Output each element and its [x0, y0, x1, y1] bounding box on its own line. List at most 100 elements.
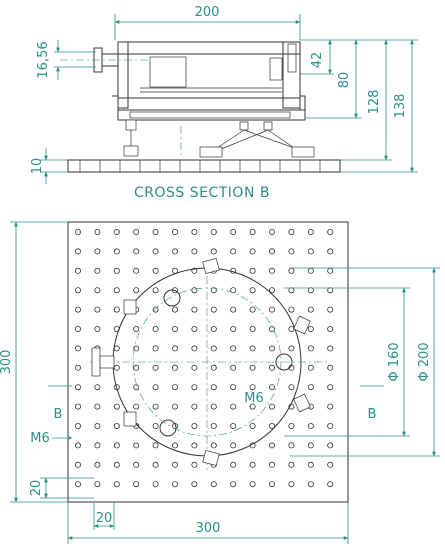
mounting-hole — [327, 481, 334, 488]
mounting-hole — [191, 345, 198, 352]
mounting-hole — [288, 384, 295, 391]
mounting-hole — [191, 481, 198, 488]
mounting-hole — [191, 442, 198, 449]
mounting-hole — [75, 267, 82, 274]
mounting-hole — [133, 267, 140, 274]
mounting-hole — [191, 364, 198, 371]
mounting-hole — [268, 267, 275, 274]
mounting-hole — [307, 481, 314, 488]
mounting-hole — [152, 248, 159, 255]
hole-grid — [75, 228, 334, 488]
mounting-hole — [249, 267, 256, 274]
mounting-hole — [152, 364, 159, 371]
mounting-hole — [249, 422, 256, 429]
mounting-hole — [152, 325, 159, 332]
mounting-hole — [133, 287, 140, 294]
mounting-hole — [307, 248, 314, 255]
plan-width-dim: 300 — [196, 521, 221, 536]
mounting-hole — [327, 364, 334, 371]
mounting-hole — [327, 228, 334, 235]
mounting-hole — [113, 287, 120, 294]
section-d4-dim: 128 — [367, 90, 382, 115]
mounting-hole — [152, 481, 159, 488]
mounting-hole — [75, 248, 82, 255]
plan-pitch-y-dim: 20 — [29, 480, 44, 497]
mounting-hole — [75, 287, 82, 294]
mounting-hole — [191, 228, 198, 235]
plan-dia-inner-dim: Φ 160 — [387, 342, 402, 381]
mounting-hole — [94, 228, 101, 235]
mounting-hole — [327, 345, 334, 352]
mounting-hole — [307, 306, 314, 313]
mounting-hole — [327, 267, 334, 274]
mounting-hole — [249, 228, 256, 235]
mounting-hole — [210, 364, 217, 371]
mounting-hole — [171, 442, 178, 449]
mounting-hole — [191, 384, 198, 391]
mounting-hole — [171, 306, 178, 313]
mounting-hole — [268, 228, 275, 235]
mounting-hole — [249, 481, 256, 488]
mounting-hole — [249, 325, 256, 332]
section-d5-dim: 138 — [393, 94, 408, 119]
mounting-hole — [210, 228, 217, 235]
section-marker-right: B — [368, 407, 377, 422]
mounting-hole — [327, 306, 334, 313]
mounting-hole — [210, 287, 217, 294]
mounting-hole — [75, 481, 82, 488]
mounting-hole — [288, 422, 295, 429]
section-d1-dim: 16,56 — [36, 41, 51, 78]
mounting-hole — [230, 364, 237, 371]
mounting-hole — [230, 345, 237, 352]
mounting-hole — [152, 306, 159, 313]
mounting-hole — [210, 481, 217, 488]
mounting-hole — [288, 228, 295, 235]
mounting-hole — [94, 267, 101, 274]
mounting-hole — [307, 364, 314, 371]
mounting-hole — [152, 422, 159, 429]
mounting-hole — [249, 403, 256, 410]
mounting-hole — [133, 325, 140, 332]
mounting-hole — [113, 228, 120, 235]
thread-label-left: M6 — [30, 431, 50, 446]
mounting-hole — [210, 306, 217, 313]
cross-section-view: 200 16,56 42 80 — [30, 5, 418, 201]
mounting-hole — [288, 345, 295, 352]
section-marker-left: B — [54, 407, 63, 422]
section-caption: CROSS SECTION B — [134, 185, 270, 201]
mounting-hole — [268, 345, 275, 352]
mounting-hole — [210, 403, 217, 410]
mounting-hole — [152, 442, 159, 449]
mounting-hole — [113, 442, 120, 449]
mounting-hole — [191, 287, 198, 294]
mounting-hole — [268, 481, 275, 488]
mounting-hole — [75, 422, 82, 429]
mounting-hole — [210, 248, 217, 255]
mounting-hole — [268, 248, 275, 255]
mounting-hole — [288, 481, 295, 488]
mounting-hole — [268, 287, 275, 294]
mounting-hole — [307, 345, 314, 352]
mounting-hole — [152, 403, 159, 410]
plan-view: B B M6 M6 300 300 20 20 Φ 160 — [0, 221, 440, 544]
plan-pitch-x-dim: 20 — [96, 511, 113, 526]
mounting-hole — [307, 228, 314, 235]
mounting-hole — [327, 422, 334, 429]
mounting-hole — [152, 228, 159, 235]
plan-dia-outer-dim: Φ 200 — [417, 342, 432, 381]
mounting-hole — [249, 287, 256, 294]
mounting-hole — [171, 364, 178, 371]
mounting-hole — [152, 287, 159, 294]
section-d6-dim: 10 — [30, 158, 45, 175]
mounting-hole — [307, 384, 314, 391]
mounting-hole — [230, 461, 237, 468]
mounting-hole — [230, 442, 237, 449]
mounting-hole — [191, 306, 198, 313]
mounting-hole — [113, 267, 120, 274]
mounting-hole — [307, 267, 314, 274]
mounting-hole — [249, 306, 256, 313]
mounting-hole — [94, 422, 101, 429]
mounting-hole — [94, 306, 101, 313]
mounting-hole — [307, 461, 314, 468]
